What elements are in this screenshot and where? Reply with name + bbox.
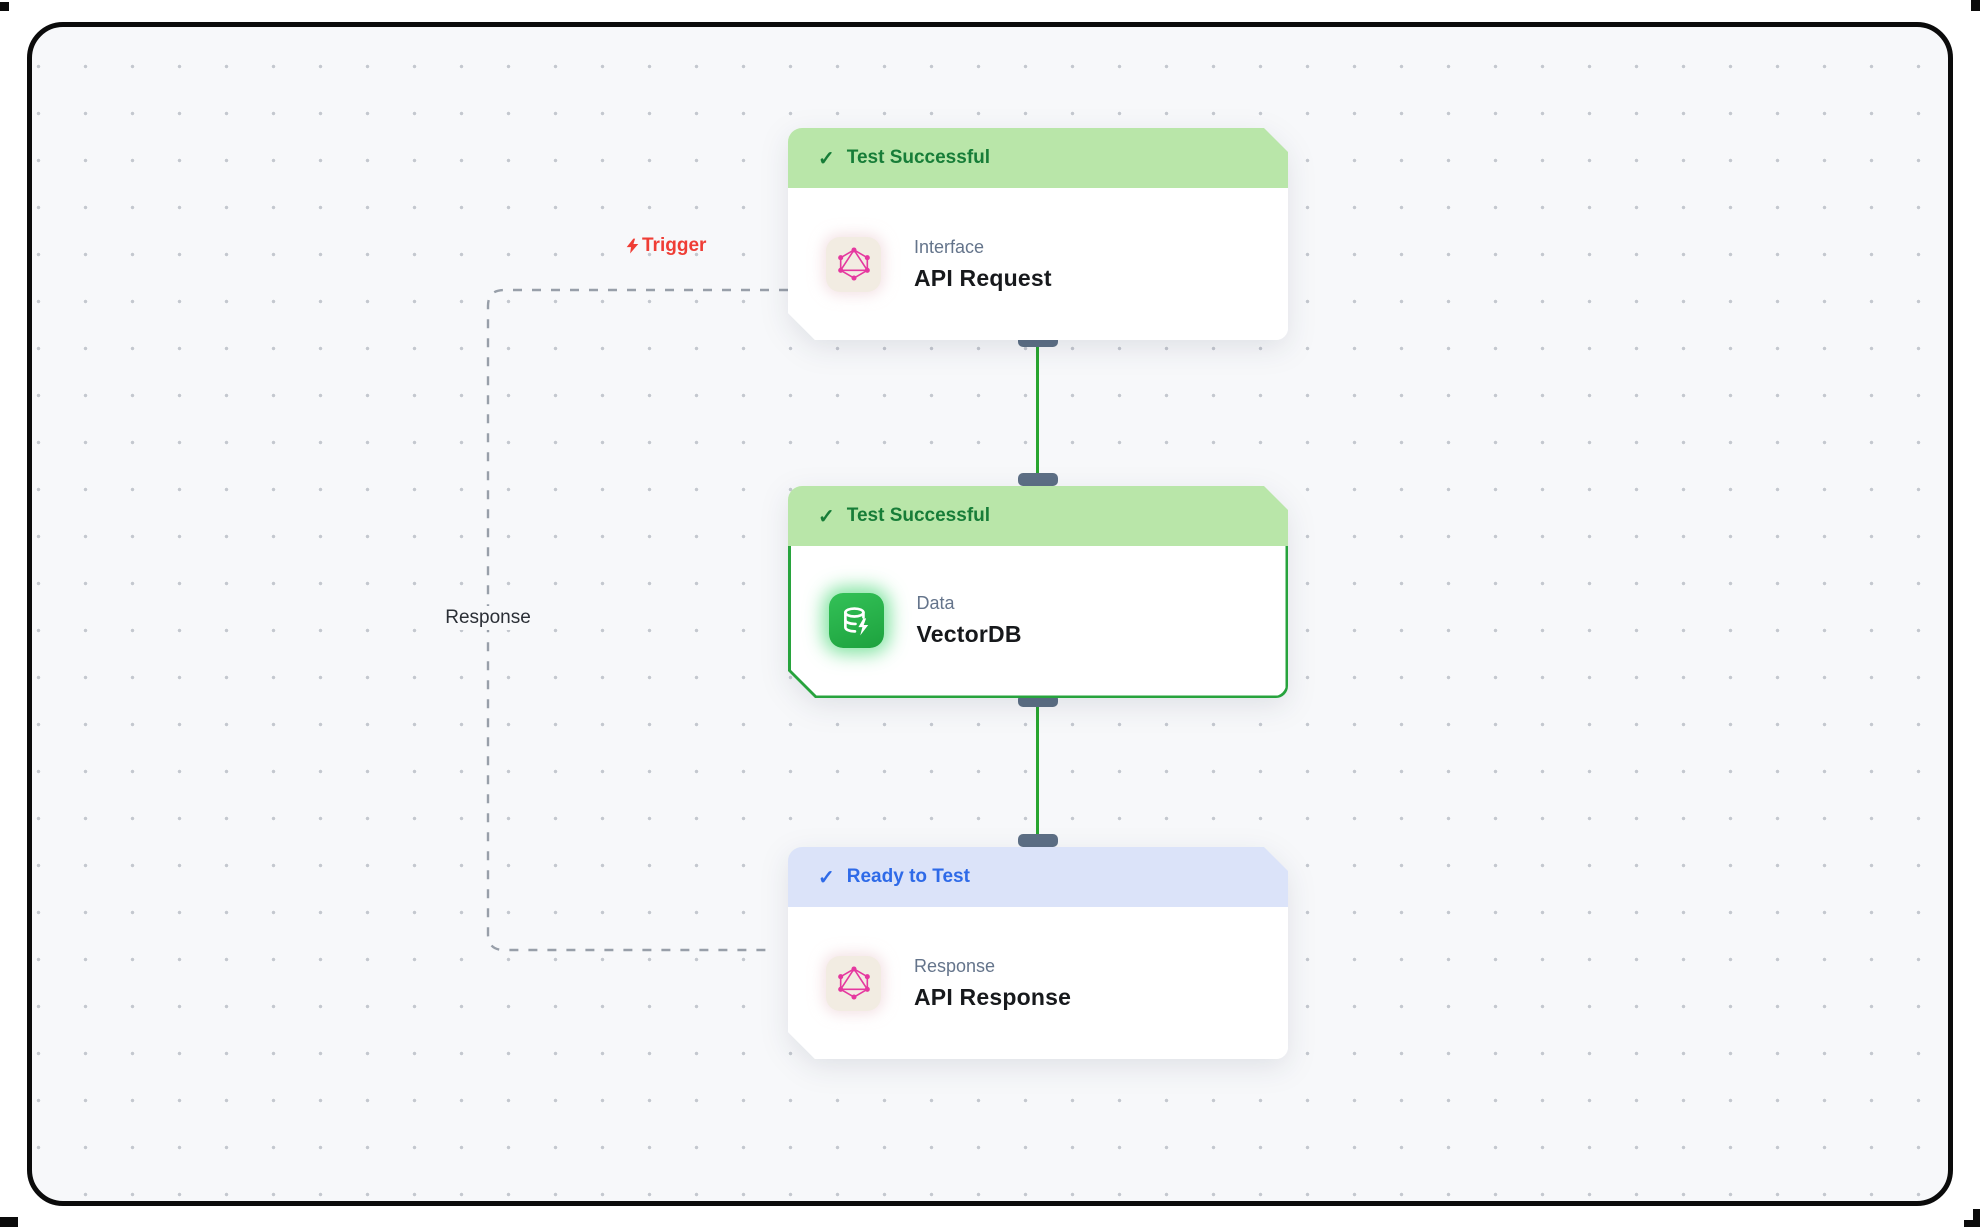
check-icon: ✓ — [818, 147, 835, 170]
graphql-icon — [826, 956, 881, 1011]
flow-canvas[interactable]: Trigger Response ✓ Test Successful — [27, 22, 1953, 1206]
node-api-request[interactable]: ✓ Test Successful — [788, 128, 1288, 340]
trigger-edge-label: Trigger — [624, 235, 706, 257]
node-category-label: Data — [916, 593, 955, 614]
lightning-icon — [626, 238, 639, 254]
node-status-header: ✓ Test Successful — [788, 486, 1288, 546]
graphql-icon — [826, 237, 881, 292]
trigger-edge-text: Trigger — [642, 235, 707, 256]
node-vectordb[interactable]: ✓ Test Successful — [788, 486, 1288, 698]
crop-mark — [1971, 0, 1980, 11]
node-category-label: Response — [914, 955, 996, 976]
response-edge-label: Response — [438, 606, 538, 630]
node-status-text: Test Successful — [846, 505, 991, 526]
crop-mark — [0, 1217, 18, 1227]
node-title: API Request — [914, 264, 1052, 291]
node-api-response[interactable]: ✓ Ready to Test — [788, 847, 1288, 1059]
node-title: VectorDB — [916, 621, 1022, 648]
crop-mark — [1973, 1209, 1980, 1227]
edge-vectordb-to-api-response — [1036, 703, 1039, 839]
node-status-text: Test Successful — [846, 147, 991, 168]
connection-handle-target[interactable] — [1018, 473, 1058, 486]
vector-database-icon — [829, 593, 884, 648]
node-status-header: ✓ Ready to Test — [788, 847, 1288, 907]
node-title: API Response — [914, 983, 1072, 1010]
crop-mark — [0, 2, 9, 11]
node-category-label: Interface — [914, 236, 985, 257]
check-icon: ✓ — [818, 866, 835, 889]
crop-mark — [1964, 1220, 1980, 1227]
node-card[interactable]: Interface API Request — [788, 188, 1288, 340]
node-card[interactable]: Response API Response — [788, 907, 1288, 1059]
connection-handle-target[interactable] — [1018, 834, 1058, 847]
check-icon: ✓ — [818, 505, 835, 528]
node-status-text: Ready to Test — [846, 866, 970, 887]
node-status-header: ✓ Test Successful — [788, 128, 1288, 188]
node-card-selected[interactable]: Data VectorDB — [788, 546, 1288, 698]
edge-api-request-to-vectordb — [1036, 345, 1039, 477]
